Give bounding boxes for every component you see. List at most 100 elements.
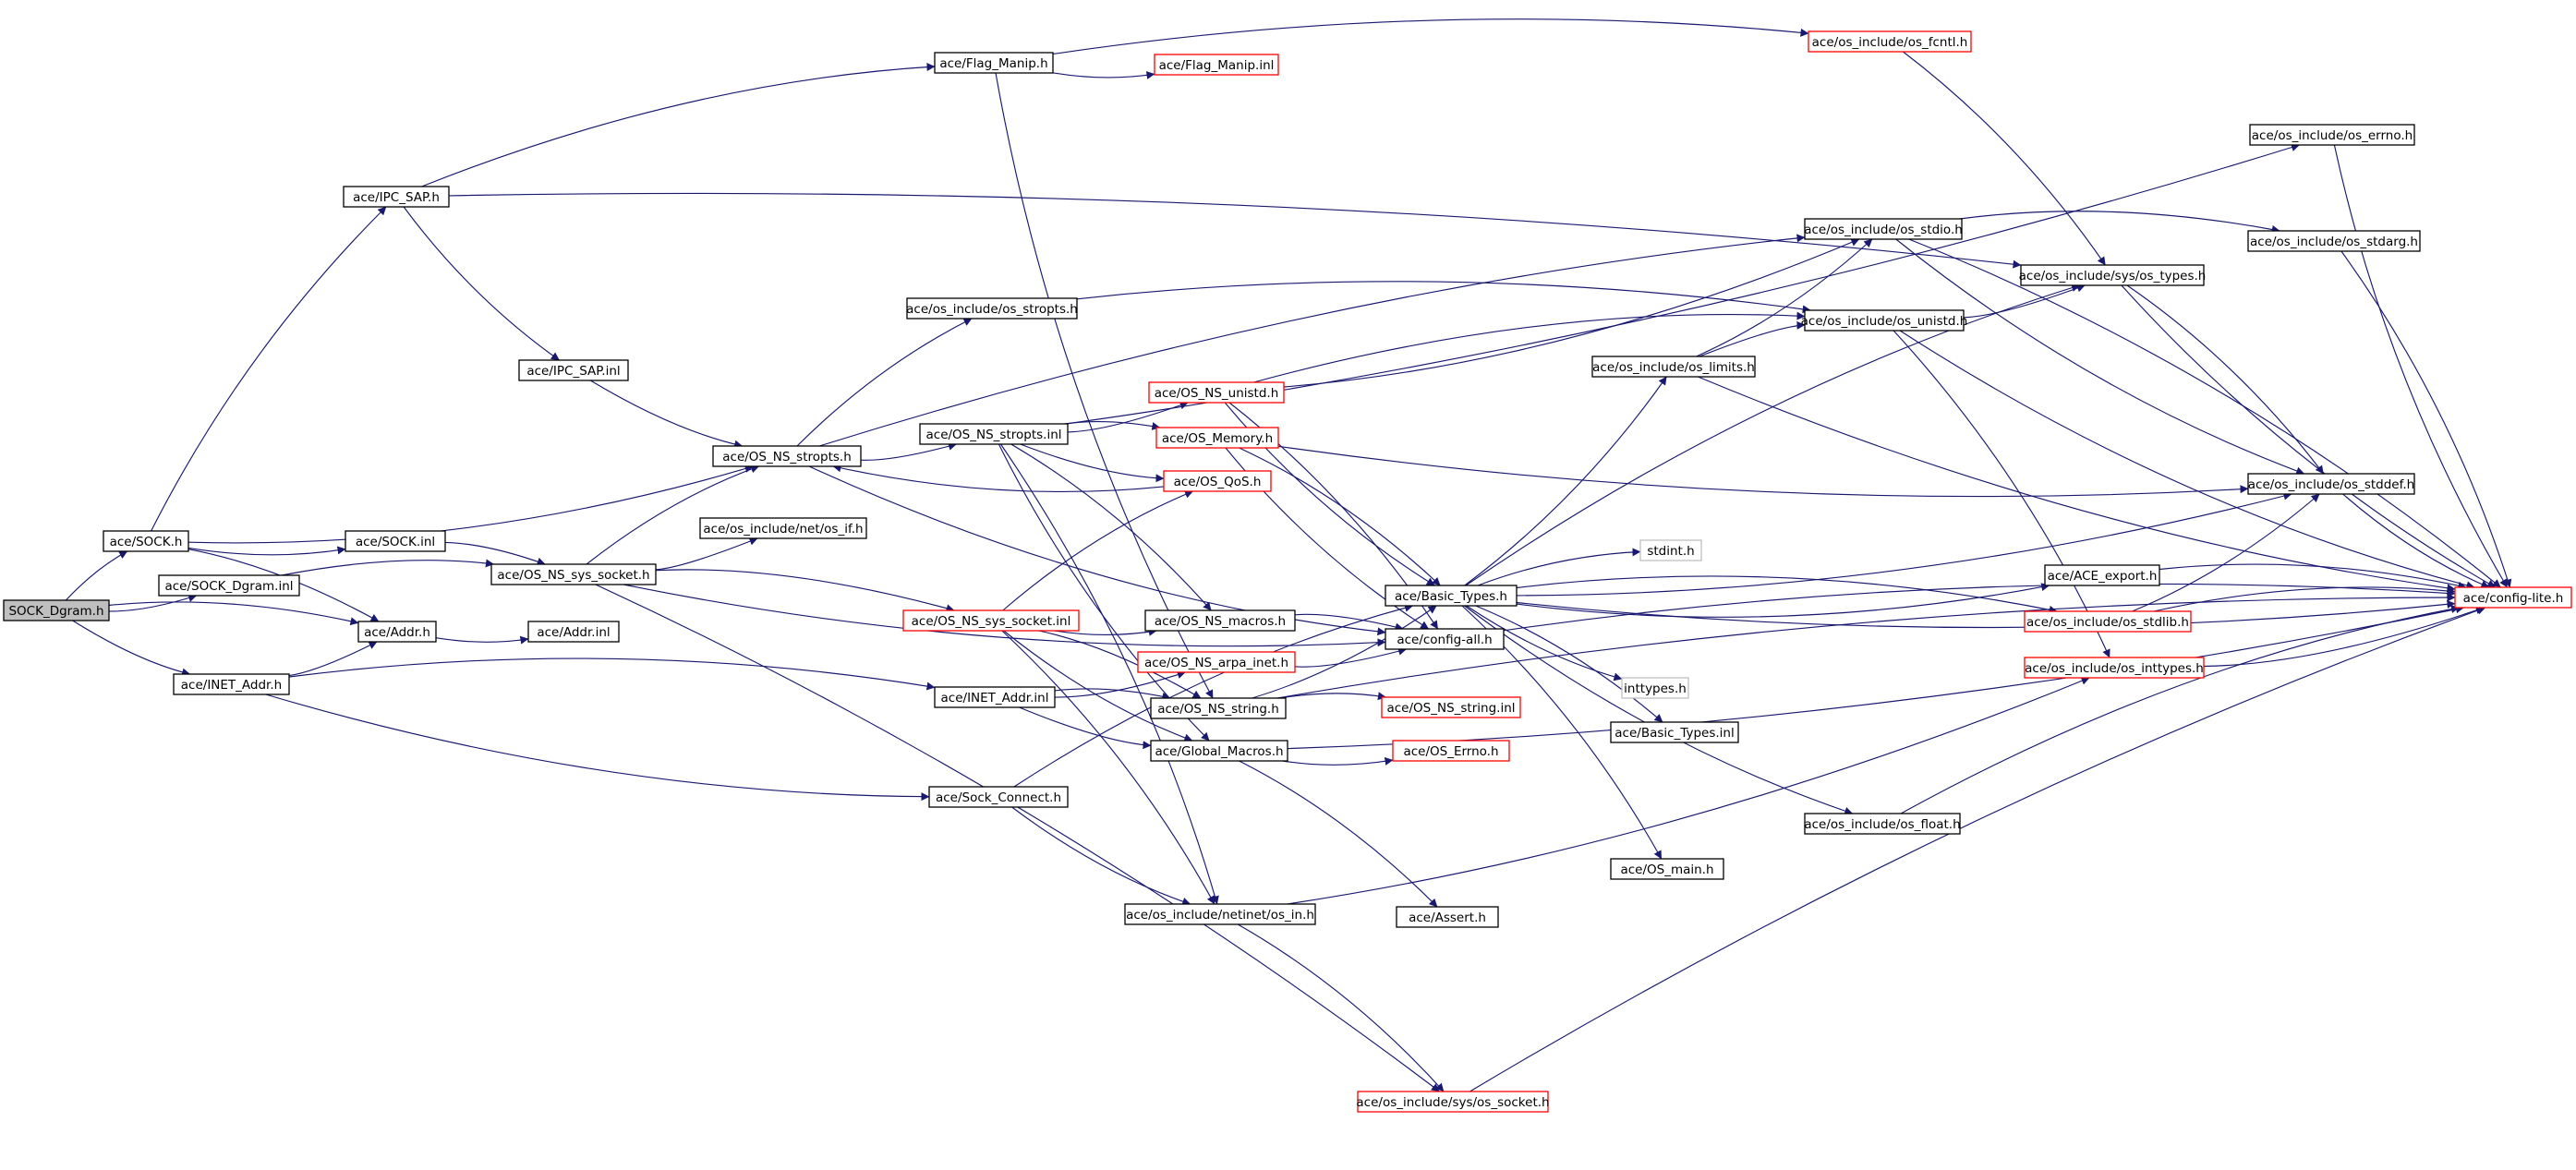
node-box	[1357, 1091, 1549, 1113]
node-box	[1124, 903, 1316, 925]
node-box	[518, 359, 629, 381]
edge-OS_NS_sys_socket_h-to-OS_NS_sys_socket_inl	[655, 569, 955, 613]
node-OS_NS_sys_socket_inl[interactable]: ace/OS_NS_sys_socket.inl	[902, 609, 1080, 632]
edge-IPC_SAP_inl-to-OS_NS_stropts_h	[590, 380, 744, 449]
node-os_in_h[interactable]: ace/os_include/netinet/os_in.h	[1124, 903, 1316, 925]
node-Sock_Connect_h[interactable]: ace/Sock_Connect.h	[928, 786, 1069, 808]
node-label: ace/Flag_Manip.inl	[1159, 58, 1275, 73]
node-box	[1621, 677, 1689, 699]
node-SOCK_inl[interactable]: ace/SOCK.inl	[345, 530, 446, 552]
edge-SOCK_Dgram_h-to-Addr_h	[108, 601, 359, 626]
node-Basic_Types_inl[interactable]: ace/Basic_Types.inl	[1610, 721, 1739, 743]
node-box	[1610, 858, 1724, 880]
node-box	[1804, 309, 1965, 332]
node-label: ace/os_include/os_float.h	[1804, 817, 1960, 832]
node-os_stdlib_h[interactable]: ace/os_include/os_stdlib.h	[2024, 610, 2192, 633]
node-os_fcntl_h[interactable]: ace/os_include/os_fcntl.h	[1808, 30, 1972, 53]
node-label: ace/os_include/os_stdio.h	[1804, 223, 1963, 237]
node-SOCK_Dgram_inl[interactable]: ace/SOCK_Dgram.inl	[158, 574, 300, 597]
node-OS_NS_macros_h[interactable]: ace/OS_NS_macros.h	[1144, 609, 1296, 632]
edge-os_unistd_h-to-config_lite_h	[1899, 330, 2475, 590]
node-os_if_h[interactable]: ace/os_include/net/os_if.h	[699, 517, 867, 539]
node-label: ace/OS_NS_macros.h	[1155, 614, 1286, 629]
node-Assert_h[interactable]: ace/Assert.h	[1396, 906, 1499, 928]
node-label: ace/config-all.h	[1397, 633, 1492, 647]
edge-OS_NS_stropts_h-to-os_stropts_h	[796, 318, 973, 447]
edge-Basic_Types_h-to-os_types_h	[1465, 283, 2081, 586]
node-IPC_SAP_h[interactable]: ace/IPC_SAP.h	[343, 186, 450, 208]
node-Flag_Manip_h[interactable]: ace/Flag_Manip.h	[934, 52, 1054, 74]
node-Addr_inl[interactable]: ace/Addr.inl	[527, 621, 620, 643]
node-Global_Macros_h[interactable]: ace/Global_Macros.h	[1150, 740, 1288, 762]
node-ACE_export_h[interactable]: ace/ACE_export.h	[2044, 564, 2160, 586]
node-OS_NS_sys_socket_h[interactable]: ace/OS_NS_sys_socket.h	[490, 563, 657, 585]
node-box	[1148, 381, 1285, 404]
node-SOCK_h[interactable]: ace/SOCK.h	[103, 530, 189, 552]
node-label: ace/Basic_Types.h	[1395, 589, 1507, 604]
edge-Basic_Types_h-to-ACE_export_h	[1516, 583, 2050, 618]
node-box	[1808, 30, 1972, 53]
node-label: ace/OS_main.h	[1620, 862, 1713, 877]
node-OS_Errno_h[interactable]: ace/OS_Errno.h	[1392, 740, 1510, 762]
node-box	[699, 517, 867, 539]
node-OS_NS_stropts_h[interactable]: ace/OS_NS_stropts.h	[712, 445, 862, 467]
edge-os_in_h-to-os_inttypes_h	[1287, 677, 2090, 905]
node-os_socket_h[interactable]: ace/os_include/sys/os_socket.h	[1356, 1091, 1550, 1113]
node-OS_NS_stropts_inl[interactable]: ace/OS_NS_stropts.inl	[919, 423, 1069, 445]
node-OS_QoS_h[interactable]: ace/OS_QoS.h	[1163, 470, 1272, 492]
node-OS_NS_arpa_inet_h[interactable]: ace/OS_NS_arpa_inet.h	[1137, 651, 1296, 673]
edge-Sock_Connect_h-to-Basic_Types_h	[1013, 603, 1414, 788]
node-os_types_h[interactable]: ace/os_include/sys/os_types.h	[2019, 264, 2207, 286]
node-label: ace/os_include/os_inttypes.h	[2025, 661, 2204, 676]
node-config_all_h[interactable]: ace/config-all.h	[1385, 628, 1505, 650]
node-stdint_h: stdint.h	[1639, 539, 1702, 561]
node-config_lite_h[interactable]: ace/config-lite.h	[2454, 586, 2572, 609]
node-label: ace/OS_QoS.h	[1174, 475, 1262, 489]
edge-IPC_SAP_h-to-os_types_h	[448, 192, 2022, 269]
edge-os_types_h-to-config_lite_h	[2121, 284, 2497, 588]
edge-OS_NS_sys_socket_h-to-os_socket_h	[595, 584, 1440, 1092]
node-OS_main_h[interactable]: ace/OS_main.h	[1610, 858, 1724, 880]
node-os_unistd_h[interactable]: ace/os_include/os_unistd.h	[1801, 309, 1968, 332]
node-Addr_h[interactable]: ace/Addr.h	[357, 621, 437, 643]
node-os_stdio_h[interactable]: ace/os_include/os_stdio.h	[1804, 218, 1963, 240]
node-box	[2024, 610, 2192, 633]
node-os_float_h[interactable]: ace/os_include/os_float.h	[1804, 813, 1961, 835]
node-Flag_Manip_inl[interactable]: ace/Flag_Manip.inl	[1154, 54, 1279, 76]
node-SOCK_Dgram_h[interactable]: SOCK_Dgram.h	[3, 599, 110, 621]
node-box	[2044, 564, 2160, 586]
node-label: ace/os_include/os_fcntl.h	[1812, 35, 1968, 50]
edge-os_errno_h-to-config_lite_h	[2333, 144, 2508, 588]
edge-SOCK_h-to-SOCK_inl	[187, 546, 346, 556]
node-OS_NS_unistd_h[interactable]: ace/OS_NS_unistd.h	[1148, 381, 1285, 404]
node-box	[490, 563, 657, 585]
node-INET_Addr_h[interactable]: ace/INET_Addr.h	[173, 673, 290, 695]
edge-os_in_h-to-os_socket_h	[1237, 923, 1445, 1092]
node-OS_Memory_h[interactable]: ace/OS_Memory.h	[1155, 427, 1279, 449]
node-label: ace/OS_NS_string.h	[1157, 702, 1279, 717]
node-os_stddef_h[interactable]: ace/os_include/os_stddef.h	[2247, 473, 2415, 495]
node-box	[1610, 721, 1739, 743]
node-os_inttypes_h[interactable]: ace/os_include/os_inttypes.h	[2024, 657, 2205, 679]
node-os_stropts_h[interactable]: ace/os_include/os_stropts.h	[906, 297, 1078, 320]
edge-IPC_SAP_h-to-Flag_Manip_h	[421, 63, 936, 187]
node-os_errno_h[interactable]: ace/os_include/os_errno.h	[2249, 124, 2415, 146]
node-box	[928, 786, 1069, 808]
node-box	[902, 609, 1080, 632]
node-label: ace/OS_Memory.h	[1162, 431, 1273, 446]
node-INET_Addr_inl[interactable]: ace/INET_Addr.inl	[934, 686, 1056, 708]
edge-Basic_Types_h-to-Basic_Types_inl	[1475, 605, 1663, 723]
node-IPC_SAP_inl[interactable]: ace/IPC_SAP.inl	[518, 359, 629, 381]
edge-config_all_h-to-config_lite_h	[1503, 583, 2456, 632]
node-os_limits_h[interactable]: ace/os_include/os_limits.h	[1591, 356, 1756, 378]
edge-OS_NS_stropts_h-to-config_all_h	[808, 465, 1386, 636]
node-OS_NS_string_h[interactable]: ace/OS_NS_string.h	[1150, 697, 1287, 719]
node-OS_NS_string_inl[interactable]: ace/OS_NS_string.inl	[1381, 696, 1521, 718]
node-label: ace/os_include/sys/os_socket.h	[1356, 1095, 1549, 1110]
node-box	[2020, 264, 2205, 286]
node-Basic_Types_h[interactable]: ace/Basic_Types.h	[1385, 585, 1518, 607]
edge-os_unistd_h-to-os_types_h	[1963, 283, 2086, 319]
edge-SOCK_Dgram_h-to-INET_Addr_h	[72, 620, 191, 677]
node-os_stdarg_h[interactable]: ace/os_include/os_stdarg.h	[2247, 230, 2421, 252]
